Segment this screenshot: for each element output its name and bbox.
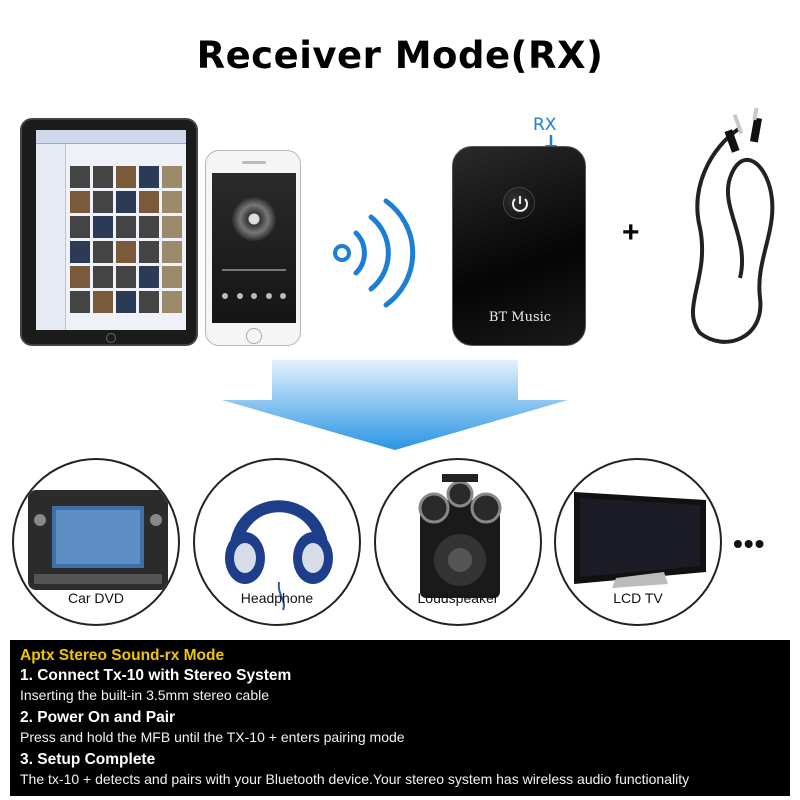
loudspeaker-icon: [418, 474, 502, 598]
power-button[interactable]: [503, 187, 535, 219]
bt-receiver-device: BT Music: [452, 146, 586, 346]
instructions-box: Aptx Stereo Sound-rx Mode 1. Connect Tx-…: [10, 640, 790, 796]
output-label: Car DVD: [67, 590, 124, 606]
tablet-image: [20, 118, 198, 346]
output-headphone: Headphone: [193, 458, 361, 626]
step-title: 3. Setup Complete: [20, 751, 156, 768]
big-down-arrow-icon: [222, 360, 568, 450]
output-car-dvd: Car DVD: [12, 458, 180, 626]
audio-cable-image: [690, 108, 775, 344]
step-desc: The tx-10 + detects and pairs with your …: [20, 771, 690, 787]
step-desc: Inserting the built-in 3.5mm stereo cabl…: [20, 687, 270, 703]
rx-label: RX: [533, 115, 557, 135]
more-ellipsis: •••: [733, 528, 766, 559]
smartphone-image: [205, 150, 301, 346]
headphone-icon: [225, 500, 333, 611]
step-title: 2. Power On and Pair: [20, 709, 176, 726]
step-desc: Press and hold the MFB until the TX-10 +…: [20, 729, 405, 745]
car-dvd-icon: [28, 490, 168, 590]
device-label: BT Music: [488, 310, 552, 325]
page-title: Receiver Mode(RX): [196, 34, 604, 77]
plus-sign: +: [622, 216, 640, 249]
output-lcd-tv: LCD TV: [554, 458, 722, 626]
step-title: 1. Connect Tx-10 with Stereo System: [20, 667, 292, 684]
power-icon: [512, 196, 528, 212]
output-label: LCD TV: [613, 590, 663, 606]
lcd-tv-icon: [574, 492, 706, 588]
output-loudspeaker: Loudspeaker: [374, 458, 542, 626]
output-label: Headphone: [240, 590, 314, 606]
mode-title: Aptx Stereo Sound-rx Mode: [20, 647, 225, 664]
output-label: Loudspeaker: [417, 590, 499, 606]
wireless-signal-icon: [333, 198, 416, 308]
